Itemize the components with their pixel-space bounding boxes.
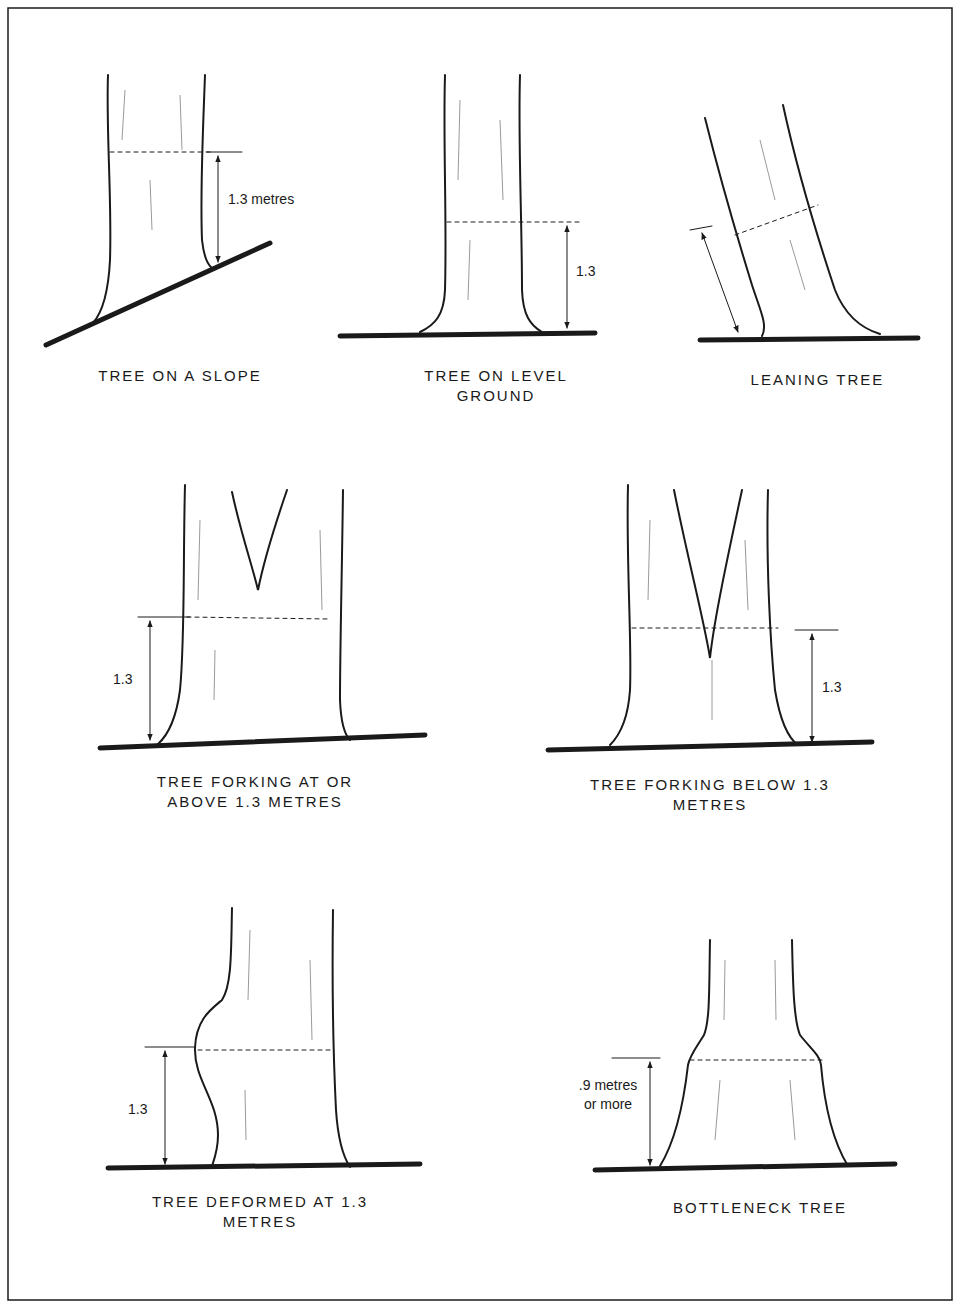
leaning-tree [690,105,918,340]
dimension-label: 1.3 [128,1100,160,1119]
bark-texture [122,90,805,1140]
level-tree [340,75,595,336]
dimension-label: 1.3 metres [228,190,338,209]
dimension-label: .9 metres or more [572,1076,644,1114]
dimension-label: 1.3 [822,678,862,697]
panel-caption: LEANING TREE [710,370,925,390]
panel-caption: TREE ON A SLOPE [60,366,300,386]
panel-caption: BOTTLENECK TREE [630,1198,890,1218]
fork-below-tree [548,485,872,750]
panel-caption: TREE FORKING AT OR ABOVE 1.3 METRES [130,772,380,813]
dimension-label: 1.3 [576,262,616,281]
dimension-label: 1.3 [113,670,145,689]
fork-above-tree [100,485,425,748]
panel-caption: TREE FORKING BELOW 1.3 METRES [585,775,835,816]
frame [8,8,952,1300]
deformed-tree [108,908,420,1168]
panel-caption: TREE ON LEVEL GROUND [391,366,601,407]
panel-caption: TREE DEFORMED AT 1.3 METRES [135,1192,385,1233]
bottleneck-tree [595,940,895,1170]
slope-tree [46,75,270,345]
